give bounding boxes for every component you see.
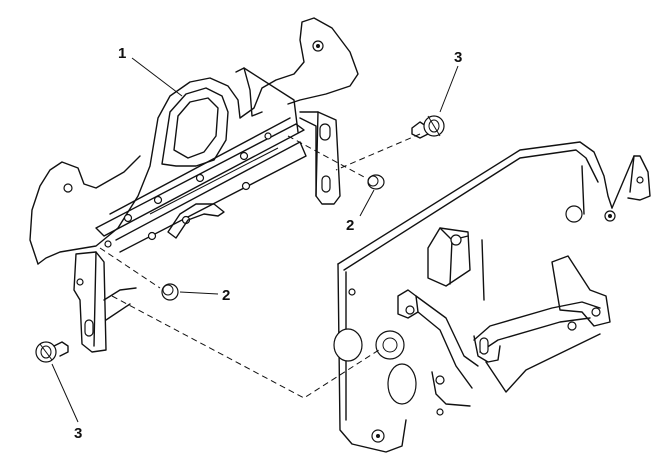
- screw-part-3-lower: [35, 341, 69, 363]
- callout-leaders: [51, 57, 459, 423]
- callout-part-2-lower: 2: [222, 287, 230, 304]
- callout-part-2-upper: 2: [346, 217, 354, 234]
- left-bracket-assembly: [29, 17, 359, 353]
- chassis-frame: [333, 141, 651, 453]
- callout-part-3-upper: 3: [454, 49, 462, 66]
- callout-part-1: 1: [118, 45, 126, 62]
- pin-part-2-lower: [161, 283, 179, 301]
- screw-part-3-upper: [411, 115, 445, 139]
- pin-part-2-upper: [367, 174, 385, 190]
- callout-part-3-lower: 3: [74, 425, 82, 442]
- alignment-lines: [99, 133, 421, 399]
